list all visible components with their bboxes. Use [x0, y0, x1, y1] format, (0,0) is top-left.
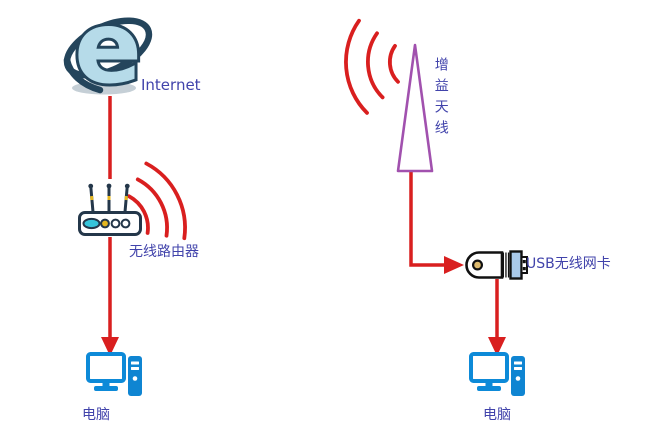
usb-grip-ridges — [502, 252, 510, 278]
desktop-computer-icon — [86, 352, 142, 396]
arrow-head-icon — [488, 337, 506, 356]
svg-text:e: e — [74, 4, 142, 96]
usb-adapter-icon — [465, 250, 528, 280]
arrow-head-icon — [444, 256, 464, 274]
router-antennas — [88, 183, 130, 214]
router-to-computer-arrow — [101, 237, 119, 356]
router-body — [78, 211, 142, 236]
monitor — [86, 352, 126, 383]
router-display-light — [82, 217, 101, 230]
router-led — [120, 218, 131, 229]
antenna-to-usb-arrow — [409, 172, 464, 274]
antenna-label: 增益天线 — [432, 57, 449, 141]
router-led — [110, 218, 121, 229]
usb-connector-base — [509, 250, 523, 280]
router-led-yellow — [100, 218, 110, 229]
computer-right-label: 电脑 — [483, 407, 511, 423]
wireless-router-icon — [78, 183, 142, 236]
desktop-computer-icon — [469, 352, 525, 396]
internet-label: Internet — [141, 76, 201, 94]
usb-to-computer-arrow — [488, 279, 506, 356]
monitor — [469, 352, 509, 383]
computer-left-label: 电脑 — [82, 407, 110, 423]
ie-globe-icon: e — [63, 4, 153, 96]
router-wifi-waves-icon — [127, 161, 187, 241]
arrow-head-icon — [101, 337, 119, 356]
router-label: 无线路由器 — [129, 244, 199, 260]
antenna-wifi-waves-icon — [344, 18, 400, 115]
usb-indicator — [472, 259, 484, 271]
tower — [128, 356, 142, 396]
usb-adapter-label: USB无线网卡 — [526, 256, 611, 272]
usb-plug — [520, 256, 528, 274]
tower — [511, 356, 525, 396]
gain-antenna-icon — [396, 43, 434, 173]
